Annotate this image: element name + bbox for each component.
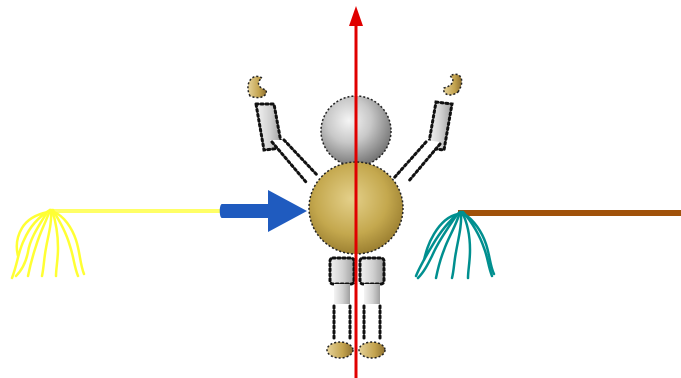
force-arrow-icon	[220, 190, 307, 232]
right-leg	[359, 258, 385, 358]
left-mop	[12, 210, 84, 278]
left-arm	[248, 76, 318, 184]
right-arm	[394, 74, 462, 182]
left-leg	[327, 258, 354, 358]
right-mop	[416, 212, 494, 278]
